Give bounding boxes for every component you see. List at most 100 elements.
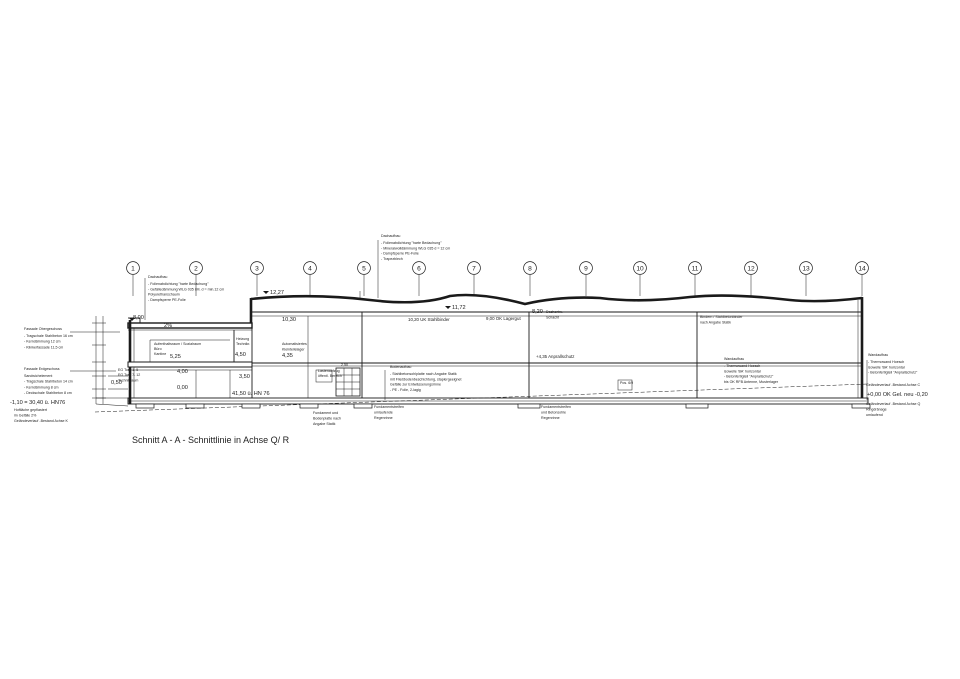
level-ground-left: -1,10 = 30,40 ü. HN76 [10,400,65,406]
note-line: - Thermowand Hoesch [868,360,904,364]
note-line: EG Tore 7- 12 [118,373,140,377]
note-line: - Folienabdichtung "harte Bedachung" [148,282,209,286]
level-crane: +4,35 Anprallschutz [536,354,574,359]
level-floor-b: 0,50 [111,380,122,386]
note-line: Geländeverlauf -Bestand Achse C [866,383,921,387]
note-line: - Folienabdichtung "harte Bedachung" [381,241,442,245]
note-line: Schacht [546,315,559,319]
note-line: Hoftläche gepflastert [14,408,47,412]
note-line: Fassade Erdgeschoss [24,367,60,371]
axis-label-10: 10 [636,266,644,273]
level-ridge: 12,27 [270,290,284,296]
axis-label-2: 2 [194,266,198,273]
note-line: - Dampfsperre PE-Folie [381,252,419,256]
note-line: Lastenaufzug [318,369,340,373]
note-line: Regenrinne [374,416,393,420]
note-line: - Gefälledämmung WLG 035 i.M. d = min.12… [148,287,224,291]
note-line: Aufenthaltsraum / Sozialraum [154,342,201,346]
axis-label-4: 4 [308,266,312,273]
axis-label-3: 3 [255,266,259,273]
note-dach-left: Dachaufbau - Folienabdichtung "harte Beda… [148,275,224,302]
level-top-high: 11,72 [452,305,466,311]
note-line: Bodenaufbau [390,365,411,369]
axis-bubble-2 [189,261,203,275]
foundations [135,403,871,409]
note-line: - Betonfertigteil "Anprallschutz" [724,375,774,379]
note-bodenaufbau: Bodenaufbau - Stahlbetonsohlplatte nach A… [390,365,462,392]
note-line: Kantine [154,352,166,356]
note-line: bis OK RFB Antenne, Musterlager [724,380,779,384]
note-gelaende-right: Geländeverlauf -Bestand Achse C [866,383,921,387]
level-first-roof-left: 8,00 [133,315,144,321]
axis-bubble-4 [303,261,317,275]
note-dachentw: Dachentw.Schacht [546,310,563,319]
level-left-b: 4,00 [177,369,188,375]
note-line: Sandwichelement [24,374,52,378]
hall-roof [250,293,863,306]
building-shell [92,291,871,413]
note-line: Geländeverlauf -Bestand Achse K [14,419,69,423]
note-line: isowelle 'BA' horizontal [724,369,761,373]
axis-label-13: 13 [802,266,810,273]
axis-bubble-13 [799,261,813,275]
axis-label-6: 6 [417,266,421,273]
note-line: Dachaufbau [381,234,400,238]
note-line: umlaufende [374,410,393,414]
note-line: und Betonsohle [541,410,566,414]
axis-label-5: 5 [362,266,366,273]
axis-bubble-3 [250,261,264,275]
axis-bubble-6 [412,261,426,275]
note-line: Dachaufbau [148,275,167,279]
note-line: nach Angabe Statik [700,320,731,324]
note-line: - Tragschale Stahlbeton 14 cm [24,380,73,384]
axis-label-11: 11 [692,266,699,273]
leaders [70,240,868,400]
axis-label-7: 7 [472,266,476,273]
note-line: - Kerndämmung 8 cm [24,385,59,389]
note-line: - Klinkerfassade 11,5 cm [24,345,63,349]
axis-label-12: 12 [747,266,755,273]
note-wandaufbau-mid: Wandaufbau- Thermowand Hoesch isowelle '… [724,357,779,384]
note-line: öffentl. Bereich [318,374,342,378]
axis-bubble-1 [126,261,140,275]
note-line: - Kerndämmung 12 cm [24,340,61,344]
axis-bubble-11 [688,261,702,275]
note-line: - Tragschale Stahlbeton 16 cm [24,334,73,338]
pos-note: Pos. 6/9 [620,381,633,385]
level-markers: 12,27 11,72 8,00 10,30 10,20 UK Stahlbin… [10,290,928,406]
axis-bubble-10 [633,261,647,275]
note-line: im Gefälle 2% [14,414,37,418]
level-hall-c: 8,20 [532,309,543,315]
note-line: Fundamentstreifen [541,405,571,409]
drawing-title: Schnitt A - A - Schnittlinie in Achse Q/… [132,435,290,445]
note-line: EG Tore 1- 5 [118,368,138,372]
axis-bubble-5 [357,261,371,275]
note-line: Angabe Statik [313,422,336,426]
note-line: Wandaufbau [724,357,744,361]
annotation-notes: Dachaufbau - Folienabdichtung "harte Beda… [14,234,921,426]
level-left-d: 4,35 [282,353,293,359]
slope-label: 2% [164,323,172,329]
axis-label-1: 1 [131,266,135,273]
note-line: Bodenplatte nach [313,416,341,420]
axis-bubble-14 [855,261,869,275]
note-line: - Mineralwolldämmung WLG 035 d = 12 cm [381,246,450,250]
note-line: Fundament und [313,411,338,415]
note-line: Geländeverlauf -Bestand Achse Q [866,402,921,406]
level-floor-a: 0,00 [177,385,188,391]
note-line: - Stahlbetonsohlplatte nach Angabe Stati… [390,372,457,376]
note-line: Bindern / Stahlbetonbinder [700,315,743,319]
note-line: Wandaufbau [868,353,888,357]
note-line: - Betonfertigteil "Anprallschutz" [868,371,918,375]
level-floor-c: +0,00 OK Gel. neu -0,20 [867,392,928,398]
level-first-roof-mid: 10,30 [282,317,296,323]
note-fassade-og: Fassade Obergeschoss- Tragschale Stahlbe… [24,327,73,349]
